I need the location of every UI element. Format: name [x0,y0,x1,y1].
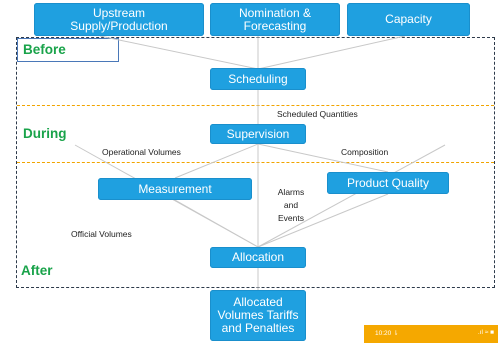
link-right-allocation [257,144,446,248]
link-supervision-measurement [174,143,259,179]
scheduled-quantities-label: Scheduled Quantities [277,109,358,119]
measurement-label: Measurement [138,181,212,196]
nomination-forecasting-label: Nomination & Forecasting [238,5,312,33]
supervision-label: Supervision [226,126,290,141]
supervision-box: Supervision [210,124,306,144]
link-quality-allocation [257,193,389,248]
before-label-box [17,38,119,62]
scheduling-label: Scheduling [228,71,288,86]
upstream-supply-label: Upstream Supply/Production [70,5,168,33]
allocated-output-label: Allocated Volumes Tariffs and Penalties [217,295,299,335]
measurement-box: Measurement [98,178,252,200]
upstream-supply-box: Upstream Supply/Production [34,3,204,36]
phone-status-bar: 10:20 ⇂ .ıl ≈ ■ [364,325,498,343]
phase-before-label: Before [23,42,66,57]
link-capacity-scheduling [257,35,406,70]
phase-during-label: During [23,126,67,141]
capacity-box: Capacity [347,3,470,36]
allocated-output-box: Allocated Volumes Tariffs and Penalties [210,290,306,341]
operational-volumes-label: Operational Volumes [102,147,181,157]
link-supervision-quality [257,143,389,173]
nomination-forecasting-box: Nomination & Forecasting [210,3,340,36]
link-upstream-scheduling [99,35,259,70]
allocation-label: Allocation [231,250,285,264]
signal-wifi-battery-icon: .ıl ≈ ■ [477,329,494,336]
alarms-events-label: Alarms and Events [277,187,305,223]
phase-frame [16,37,495,288]
composition-label: Composition [341,147,389,157]
official-volumes-label: Official Volumes [71,229,132,239]
separator-before-during [17,105,494,106]
capacity-label: Capacity [385,12,432,26]
product-quality-label: Product Quality [346,175,430,190]
phase-after-label: After [21,263,53,278]
product-quality-box: Product Quality [327,172,449,194]
separator-during-after [17,162,494,163]
allocation-box: Allocation [210,247,306,268]
status-time: 10:20 ⇂ [375,330,399,337]
scheduling-box: Scheduling [210,68,306,90]
